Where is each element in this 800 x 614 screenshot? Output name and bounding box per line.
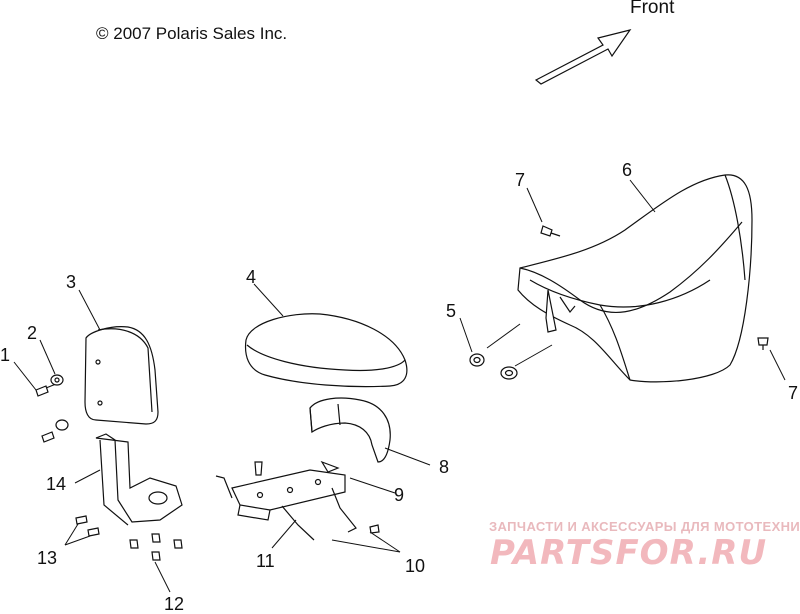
- callout-6: 6: [622, 160, 633, 180]
- callout-8: 8: [439, 457, 450, 477]
- callout-13: 13: [37, 548, 58, 568]
- mounting-plate: [215, 460, 380, 541]
- callout-2: 2: [27, 323, 38, 343]
- seat-pad: [309, 397, 391, 463]
- callout-9: 9: [394, 485, 405, 505]
- nuts-12: [129, 533, 183, 561]
- callout-4: 4: [246, 267, 257, 287]
- washer-lower: [41, 419, 69, 443]
- backrest-bracket: [95, 433, 183, 526]
- front-direction-label: Front: [630, 0, 675, 18]
- grommet-5b: [500, 366, 518, 380]
- callout-10: 10: [405, 556, 426, 576]
- watermark-logo: PARTSFOR.RU: [490, 533, 768, 573]
- watermark-tagline: ЗАПЧАСТИ И АКСЕССУАРЫ ДЛЯ МОТОТЕХНИКИ: [489, 519, 800, 534]
- passenger-seat: [244, 313, 408, 388]
- grommet-5a: [469, 353, 485, 367]
- callout-7-upper: 7: [515, 170, 526, 190]
- rider-seat: [517, 174, 753, 383]
- callout-11: 11: [256, 551, 275, 571]
- callout-5: 5: [446, 301, 457, 321]
- copyright-notice: © 2007 Polaris Sales Inc.: [96, 24, 288, 43]
- leader-lines: [13, 179, 786, 593]
- callout-14: 14: [46, 474, 67, 494]
- bolts-13: [75, 515, 100, 537]
- bolt-1: [35, 383, 57, 397]
- arrow-icon: [534, 29, 632, 85]
- backrest-pad: [84, 326, 159, 425]
- callout-7-lower: 7: [788, 383, 799, 403]
- callout-12: 12: [164, 594, 185, 614]
- bolt-7-upper: [540, 225, 561, 237]
- bolt-7-lower: [757, 337, 769, 350]
- washer-2: [50, 374, 64, 386]
- callout-1: 1: [0, 345, 11, 365]
- callout-3: 3: [66, 272, 77, 292]
